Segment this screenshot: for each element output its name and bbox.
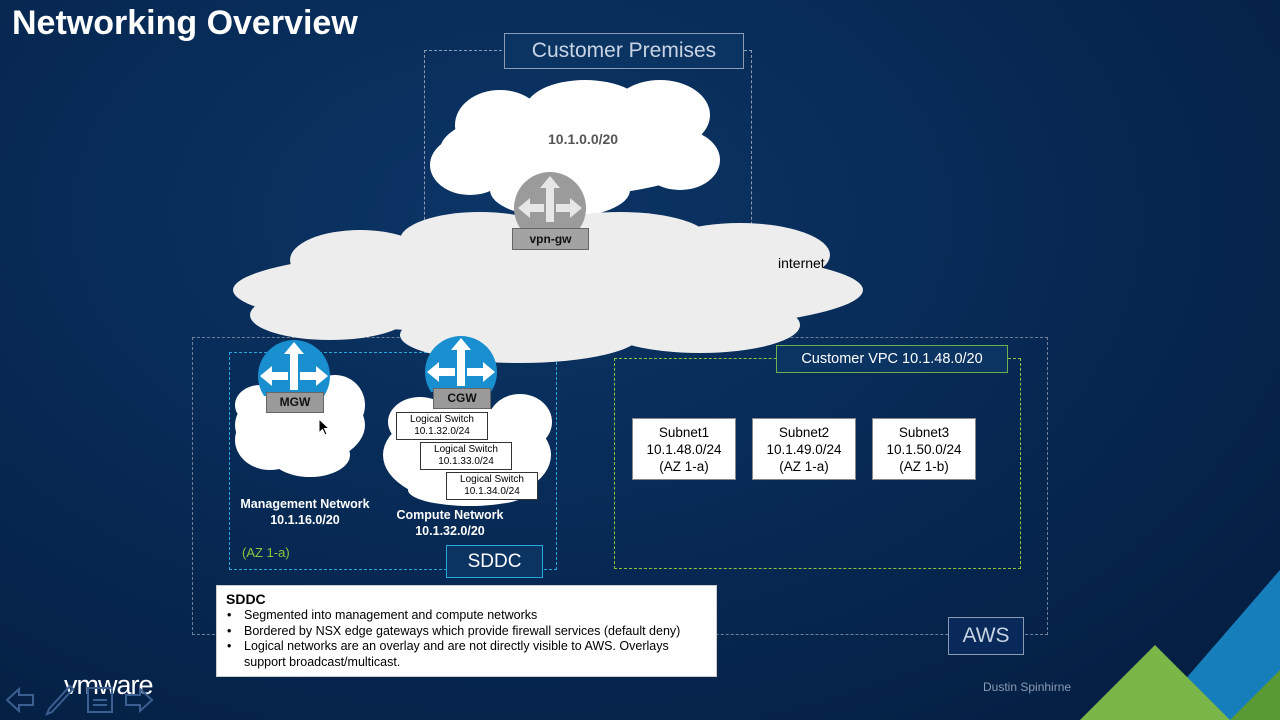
note-bullet: Segmented into management and compute ne… [226,608,707,624]
subnet-1: Subnet1 10.1.48.0/24 (AZ 1-a) [632,418,736,480]
subnet-az: (AZ 1-a) [659,459,709,474]
logical-switch-cidr: 10.1.33.0/24 [438,456,494,467]
customer-premises-network: 10.1.0.0/20 [548,131,619,147]
subnet-az: (AZ 1-a) [779,459,829,474]
logical-switch-name: Logical Switch [410,414,474,425]
slide-menu-icon[interactable] [86,686,114,714]
sddc-boundary [229,352,557,570]
logical-switch-cidr: 10.1.34.0/24 [464,486,520,497]
subnet-3: Subnet3 10.1.50.0/24 (AZ 1-b) [872,418,976,480]
sddc-label: SDDC [446,545,543,578]
note-bullet: Logical networks are an overlay and are … [226,639,707,670]
management-network-cidr: 10.1.16.0/20 [270,513,340,527]
internet-label: internet [778,255,825,271]
aws-label: AWS [948,617,1024,655]
note-bullet: Bordered by NSX edge gateways which prov… [226,624,707,640]
subnet-2: Subnet2 10.1.49.0/24 (AZ 1-a) [752,418,856,480]
subnet-cidr: 10.1.48.0/24 [646,442,722,457]
subnet-name: Subnet2 [778,425,830,440]
slide-title: Networking Overview [12,4,358,42]
compute-network-label: Compute Network 10.1.32.0/20 [380,507,520,539]
note-bullets: Segmented into management and compute ne… [226,608,707,670]
subnet-name: Subnet1 [658,425,710,440]
cgw-label: CGW [433,388,491,409]
subnet-cidr: 10.1.49.0/24 [766,442,842,457]
previous-slide-icon[interactable] [5,686,35,714]
mgw-router-icon [258,340,330,396]
customer-vpc-label: Customer VPC 10.1.48.0/20 [776,345,1008,373]
corner-decoration [1080,570,1280,720]
cgw-router-icon [425,336,497,392]
compute-network-name: Compute Network [396,508,504,522]
logical-switch-cidr: 10.1.32.0/24 [414,426,470,437]
vpn-gw-router-icon [514,172,586,232]
management-network-label: Management Network 10.1.16.0/20 [230,496,380,528]
customer-premises-label: Customer Premises [504,33,744,69]
logical-switch-name: Logical Switch [434,444,498,455]
pen-icon[interactable] [44,684,74,716]
vpn-gw-label: vpn-gw [512,228,589,250]
subnet-az: (AZ 1-b) [899,459,949,474]
mgw-label: MGW [266,392,324,413]
author-name: Dustin Spinhirne [983,680,1072,694]
management-network-name: Management Network [240,497,370,511]
mouse-cursor-icon [318,418,330,436]
subnet-name: Subnet3 [898,425,950,440]
logical-switch-name: Logical Switch [460,474,524,485]
next-slide-icon[interactable] [124,686,154,714]
note-heading: SDDC [226,591,266,607]
subnet-cidr: 10.1.50.0/24 [886,442,962,457]
sddc-note-box: SDDC Segmented into management and compu… [216,585,717,677]
compute-network-cidr: 10.1.32.0/20 [415,524,485,538]
sddc-az-label: (AZ 1-a) [242,545,290,560]
